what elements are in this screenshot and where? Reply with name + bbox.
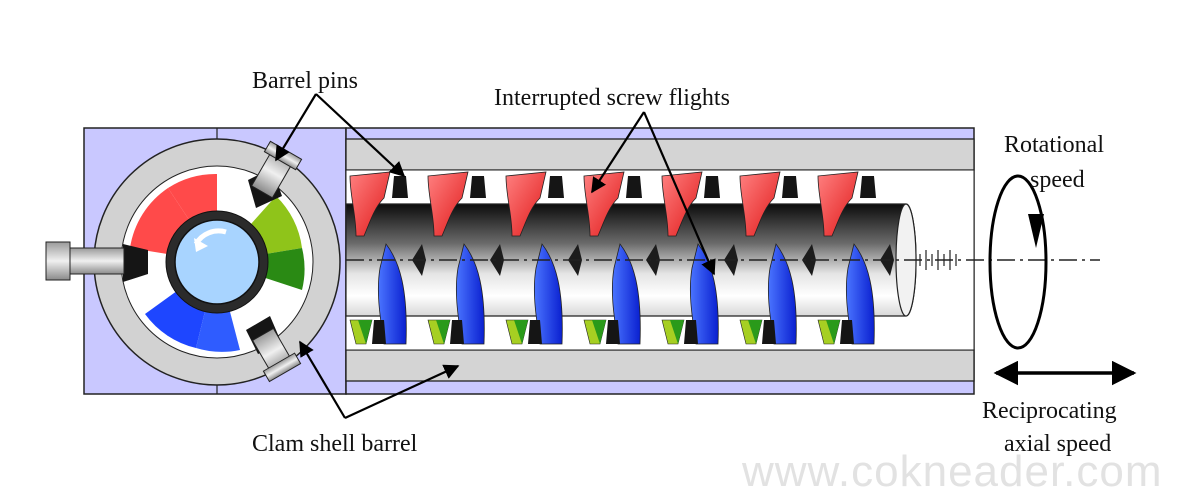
green-screw-flight-shade	[670, 320, 684, 344]
blue-screw-flight	[377, 243, 407, 345]
barrel-pin-lower	[372, 320, 386, 344]
barrel-pin-upper	[860, 176, 876, 198]
reciprocating-label-line1: Reciprocating	[982, 398, 1117, 424]
barrel-pin-upper	[782, 176, 798, 198]
reciprocating-label-line2: axial speed	[1004, 431, 1111, 457]
barrel-pin-lower	[762, 320, 776, 344]
barrel-pin-lower	[684, 320, 698, 344]
blue-screw-flight	[611, 243, 641, 345]
red-screw-flight	[427, 171, 469, 237]
barrel-pin-row	[372, 176, 957, 344]
clam-shell-barrel-label: Clam shell barrel	[252, 431, 418, 457]
barrel-pin-lower	[450, 320, 464, 344]
red-screw-flight	[817, 171, 859, 237]
green-screw-flight-shade	[592, 320, 606, 344]
rotational-label-line1: Rotational	[1004, 132, 1104, 158]
lower-screw-flights	[349, 243, 875, 345]
red-screw-flight	[739, 171, 781, 237]
watermark: www.cokneader.com	[741, 447, 1163, 496]
callout-arrows	[275, 93, 716, 419]
green-screw-flight-shade	[358, 320, 372, 344]
rotational-speed-symbol	[988, 174, 1048, 350]
barrel-pin-upper	[470, 176, 486, 198]
barrel-pin-upper	[392, 176, 408, 198]
barrel-pin-lower	[840, 320, 854, 344]
blue-screw-flight	[455, 243, 485, 345]
barrel-pin-lower	[606, 320, 620, 344]
red-screw-flight	[349, 171, 391, 237]
barrel-pin-upper	[548, 176, 564, 198]
upper-barrel-wall	[345, 138, 975, 171]
barrel-pin-lower	[528, 320, 542, 344]
upper-screw-flights	[349, 171, 859, 237]
red-screw-flight	[505, 171, 547, 237]
barrel-pins-label: Barrel pins	[252, 68, 358, 94]
blue-screw-flight	[767, 243, 797, 345]
barrel-pin-upper	[626, 176, 642, 198]
rotational-label-line2: speed	[1030, 167, 1085, 193]
shaft-nub	[802, 244, 816, 276]
green-screw-flight-shade	[748, 320, 762, 344]
blue-screw-flight	[845, 243, 875, 345]
barrel-pin-upper	[704, 176, 720, 198]
interrupted-screw-flights-label: Interrupted screw flights	[494, 85, 730, 111]
red-screw-flight	[661, 171, 703, 237]
blue-screw-flight	[533, 243, 563, 345]
green-screw-flight-shade	[826, 320, 840, 344]
green-screw-flight-shade	[436, 320, 450, 344]
cross-section	[45, 138, 341, 386]
shaft-nub	[490, 244, 504, 276]
shaft-nub	[646, 244, 660, 276]
lower-barrel-wall	[345, 349, 975, 382]
green-screw-flight-shade	[514, 320, 528, 344]
